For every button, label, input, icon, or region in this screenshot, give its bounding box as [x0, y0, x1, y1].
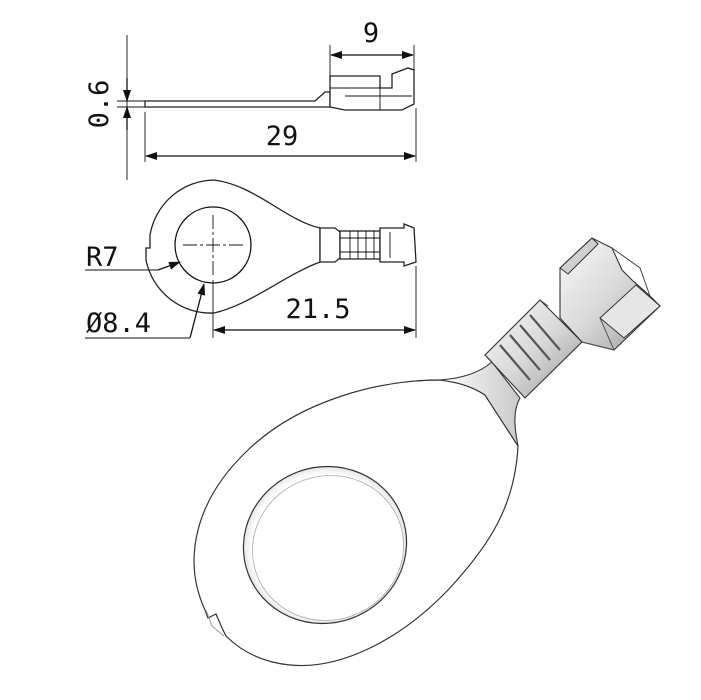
side-flat-tongue	[144, 91, 331, 108]
top-barrel	[339, 230, 381, 260]
iso-ring-thickness	[205, 609, 225, 637]
radius-label: R7	[86, 242, 119, 273]
overall-length-label: 29	[266, 121, 299, 152]
crimp-length-label: 9	[363, 18, 379, 49]
top-neck	[319, 227, 341, 263]
radius-leader-arrow	[157, 261, 181, 271]
iso-grip-fold	[581, 317, 615, 351]
side-barrel	[329, 67, 415, 111]
iso-serration-2	[509, 334, 541, 371]
diameter-leader-arrow	[189, 283, 206, 339]
diameter-label: Ø8.4	[86, 308, 151, 339]
iso-hole-inner	[252, 475, 404, 621]
iso-grip-edge	[611, 247, 651, 297]
iso-grip-wing-top	[559, 237, 599, 275]
top-view: R7 Ø8.4 21.5	[85, 179, 417, 339]
isometric-view	[193, 237, 661, 667]
iso-serration-1	[499, 344, 531, 381]
iso-neck	[439, 361, 521, 447]
iso-serration-3	[519, 324, 551, 361]
iso-grip-wing-bottom	[599, 284, 661, 339]
thickness-label: 0.6	[84, 80, 115, 129]
side-view: 0.6 9 29	[84, 18, 417, 180]
iso-serration-4	[529, 314, 561, 351]
top-insulation-grip	[379, 223, 417, 267]
iso-barrel-edge	[484, 299, 549, 363]
center-to-end-label: 21.5	[285, 294, 350, 325]
